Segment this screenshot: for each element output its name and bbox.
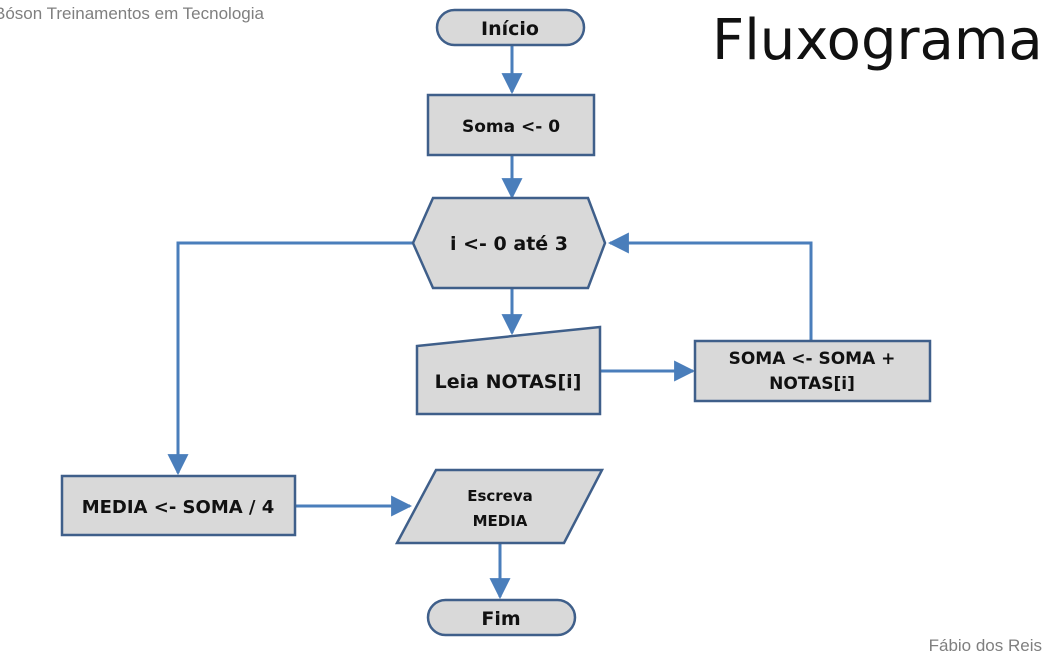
loop-label: i <- 0 até 3 xyxy=(450,233,568,255)
end-terminator xyxy=(426,598,577,637)
average-process-box xyxy=(60,474,297,537)
end-label: Fim xyxy=(481,608,520,630)
brand-label: Bóson Treinamentos em Tecnologia xyxy=(0,4,264,23)
connector-loop-exit-to-average xyxy=(167,241,413,476)
init-process-box xyxy=(426,93,596,157)
page-title: Fluxograma xyxy=(712,8,1043,73)
start-terminator xyxy=(435,8,586,47)
read-label: Leia NOTAS[i] xyxy=(435,371,582,393)
accumulate-label-line2: NOTAS[i] xyxy=(769,374,855,394)
init-label: Soma <- 0 xyxy=(462,117,560,137)
read-manual-input-shape xyxy=(415,325,602,416)
accumulate-label-line1: SOMA <- SOMA + xyxy=(729,349,896,369)
average-label: MEDIA <- SOMA / 4 xyxy=(82,497,275,518)
accumulate-process-box xyxy=(693,339,932,403)
author-label: Fábio dos Reis xyxy=(928,636,1042,655)
loop-preparation-hexagon xyxy=(411,196,607,290)
start-label: Início xyxy=(481,18,539,40)
output-label-line1: Escreva xyxy=(467,487,533,505)
output-label-line2: MEDIA xyxy=(473,512,528,530)
output-parallelogram xyxy=(394,468,605,545)
connector-accumulate-loopback xyxy=(607,232,813,341)
